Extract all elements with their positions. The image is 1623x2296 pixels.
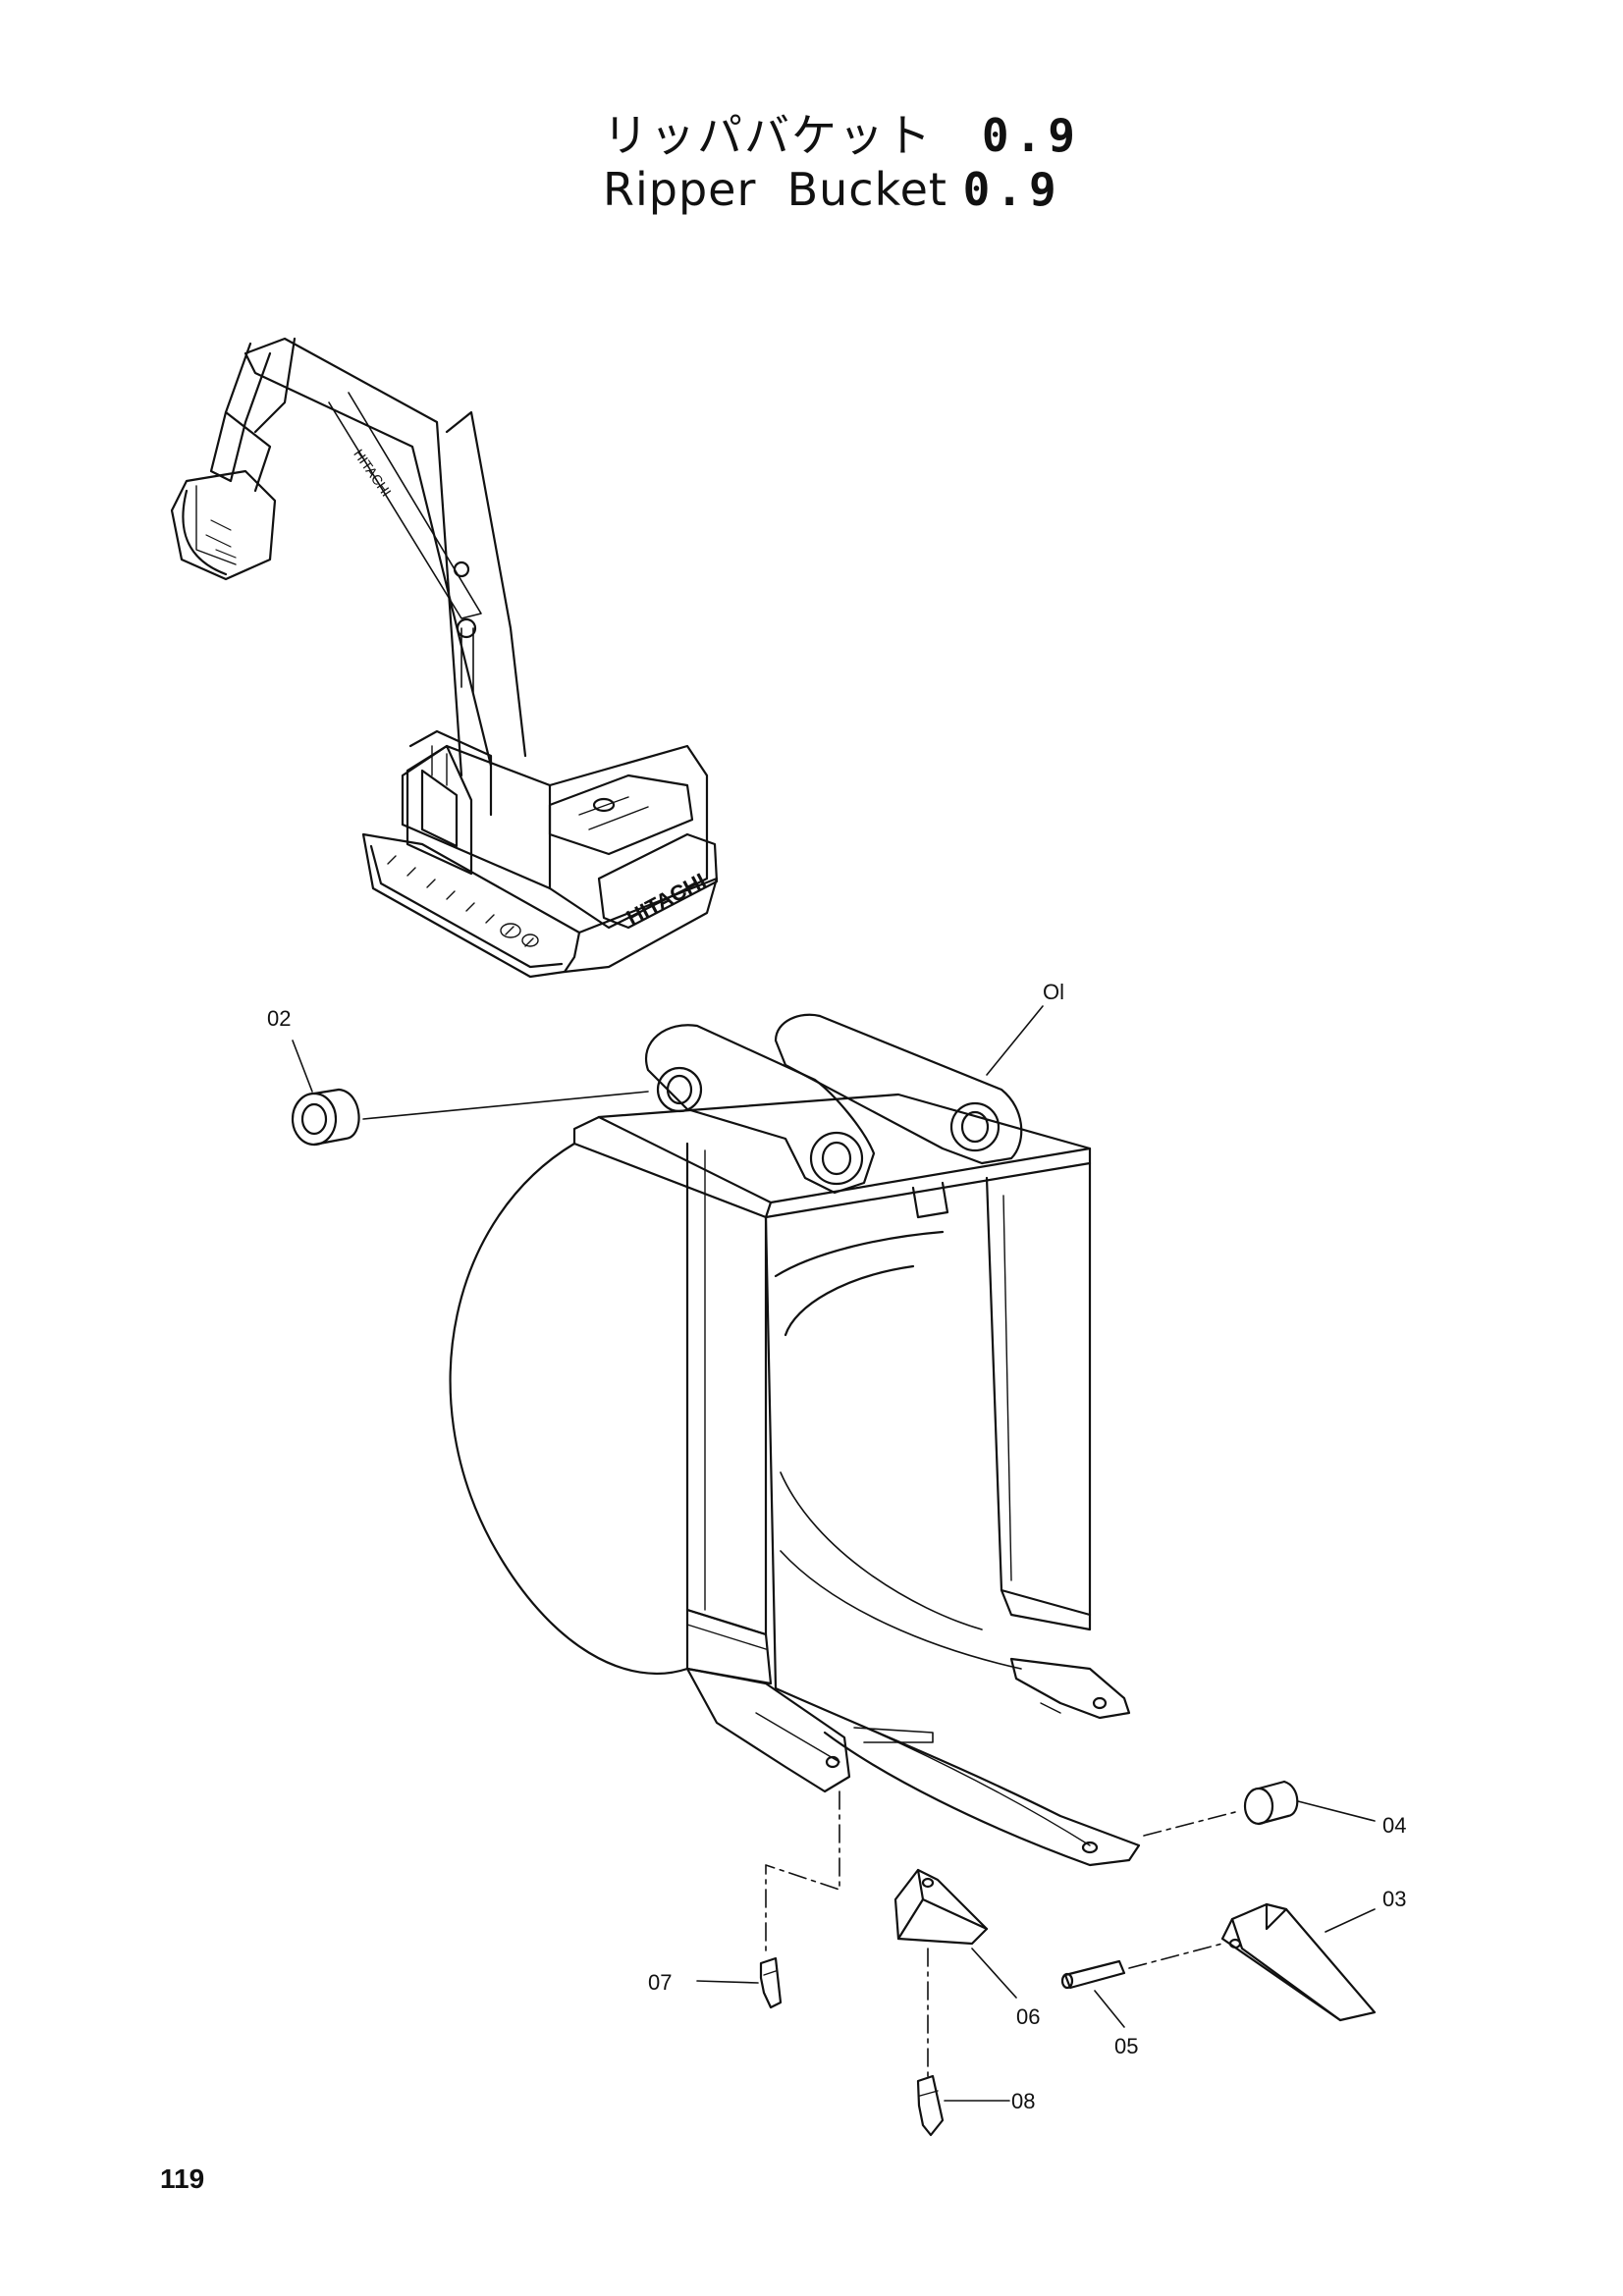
excavator-brand-label: HITACHI — [622, 868, 710, 930]
part-07-side-cutter — [759, 1956, 783, 2009]
title-japanese: リッパバケット 0.9 — [603, 100, 1623, 165]
part-02-bushing — [291, 1088, 360, 1147]
callout-03: 03 — [1382, 1887, 1406, 1911]
title-jp-size: 0.9 — [981, 109, 1081, 162]
leader-02-to-bucket — [362, 1091, 649, 1120]
part-06-tooth — [893, 1868, 989, 1946]
leader-04-to-bucket — [1143, 1810, 1240, 1837]
callout-01: Ol — [1043, 980, 1064, 1004]
leader-05-to-tooth — [1128, 1943, 1223, 1969]
leader-04-label — [1297, 1800, 1376, 1822]
callout-05: 05 — [1114, 2034, 1138, 2058]
boom-brand-label: HITACHI — [351, 447, 395, 500]
title-en-size: 0.9 — [962, 163, 1062, 216]
leader-03-label — [1325, 1908, 1376, 1933]
callout-02: 02 — [267, 1006, 291, 1031]
ripper-bucket — [449, 1013, 1141, 1867]
page-number: 119 — [160, 2163, 205, 2194]
leader-02-label — [292, 1040, 313, 1093]
excavator-illustration: HITACHI HITACHI — [170, 337, 719, 979]
callout-08: 08 — [1011, 2089, 1035, 2113]
part-08-adapter — [916, 2074, 945, 2137]
part-03-tooth — [1220, 1902, 1377, 2022]
leader-05-label — [1094, 1990, 1125, 2028]
leader-01-label — [986, 1005, 1044, 1076]
leader-06-label — [971, 1948, 1017, 1999]
title-en-text: Ripper Bucket — [603, 163, 947, 216]
callout-04: 04 — [1382, 1813, 1406, 1838]
part-05-pin — [1060, 1959, 1126, 1990]
leader-07-label — [696, 1980, 759, 1984]
leader-07-to-bucket — [765, 1790, 840, 1954]
callout-06: 06 — [1016, 2004, 1040, 2029]
part-04-bushing — [1243, 1780, 1299, 1826]
callout-07: 07 — [648, 1970, 672, 1995]
title-jp-text: リッパバケット — [603, 109, 933, 162]
title-english: Ripper Bucket 0.9 — [603, 163, 1623, 216]
